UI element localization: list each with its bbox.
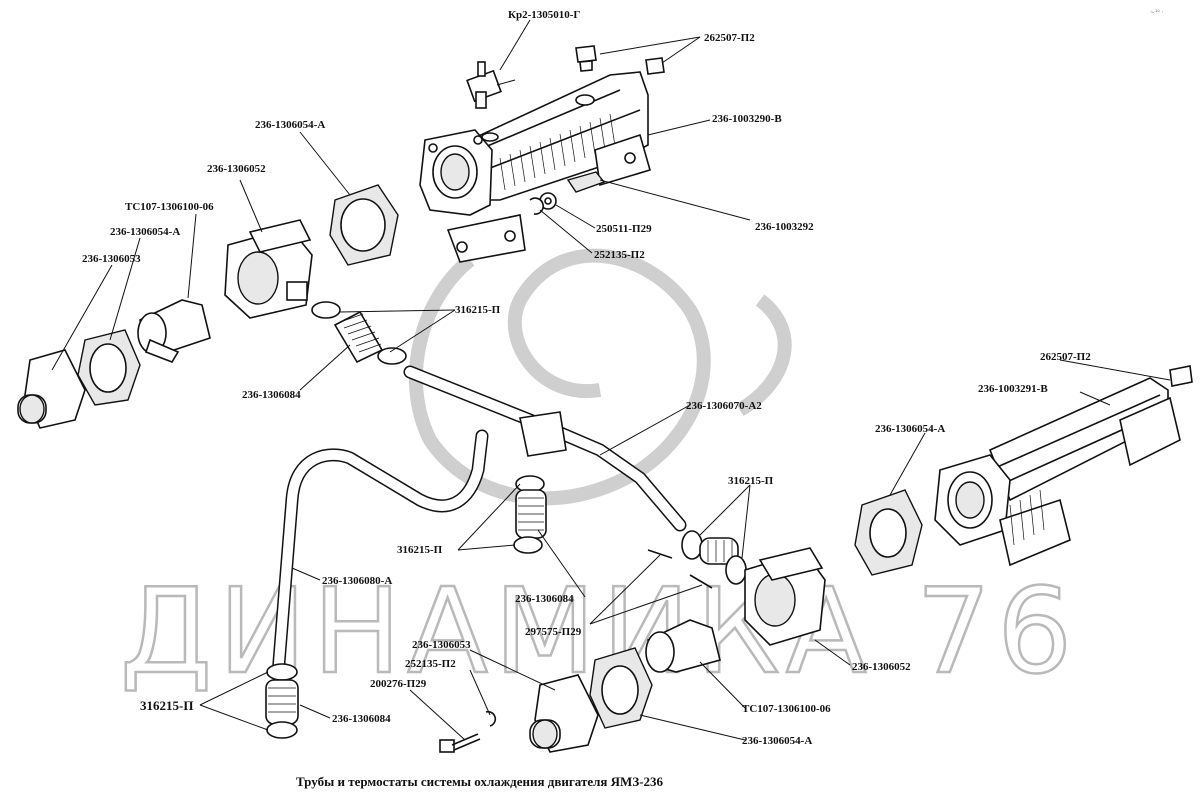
clamp-right-2 (725, 555, 747, 585)
label-manifold-right: 236-1003291-В (978, 383, 1048, 395)
housing-left (224, 219, 313, 319)
label-plug-top: 262507-П2 (704, 32, 755, 44)
bolt-200276 (439, 733, 481, 753)
label-tube-80: 236-1306080-А (322, 575, 392, 587)
leader-lines (51, 19, 1171, 741)
hose-bottom (265, 679, 299, 725)
label-clamps-top: 316215-П (455, 304, 501, 316)
label-gasket-1003292: 236-1003292 (755, 221, 814, 233)
label-washer-bottom: 252135-П2 (405, 658, 456, 670)
manifold-left (419, 71, 651, 263)
washer-250511 (539, 192, 557, 210)
clamp-bottom-1 (266, 663, 298, 681)
label-gasket-bottom: 236-1306054-А (742, 735, 812, 747)
thermostat-right (645, 619, 721, 673)
label-hose-top: 236-1306084 (242, 389, 301, 401)
label-gasket-right: 236-1306054-А (875, 423, 945, 435)
label-washer-250511: 250511-П29 (596, 223, 652, 235)
labels: Кр2-1305010-Г 262507-П2 236-1003290-В 23… (82, 9, 1091, 747)
clamp-right-1 (681, 530, 703, 560)
tube-80 (271, 429, 489, 682)
label-kr2: Кр2-1305010-Г (508, 9, 580, 21)
label-housing-right: 236-1306052 (852, 661, 911, 673)
clamp-top-2 (377, 347, 407, 365)
label-manifold-left: 236-1003290-В (712, 113, 782, 125)
label-housing-left: 236-1306052 (207, 163, 266, 175)
pin-297575-2 (689, 574, 713, 589)
gasket-bottom (589, 647, 653, 729)
manifold-right (934, 365, 1193, 567)
label-clamps-mid: 316215-П (397, 544, 443, 556)
label-gasket-top: 236-1306054-А (255, 119, 325, 131)
label-cover-bottom: 236-1306053 (412, 639, 471, 651)
label-gasket-left: 236-1306054-А (110, 226, 180, 238)
label-cover-left: 236-1306053 (82, 253, 141, 265)
label-bolt-200276: 200276-П29 (370, 678, 427, 690)
gasket-top (329, 184, 399, 266)
label-clamps-bottom: 316215-П (140, 698, 193, 713)
watermark: ДИНАМИКА 76 (119, 248, 1073, 701)
pin-297575-1 (647, 549, 673, 559)
gasket-1003292 (566, 171, 606, 193)
label-pins-297575: 297575-П29 (525, 626, 582, 638)
label-thermostat-left: ТС107-1306100-06 (125, 201, 214, 213)
label-plug-right: 262507-П2 (1040, 351, 1091, 363)
clamp-bottom-2 (266, 721, 298, 739)
clamp-top-1 (311, 301, 341, 319)
label-tube-70: 236-1306070-А2 (686, 400, 762, 412)
label-hose-bottom: 236-1306084 (332, 713, 391, 725)
tube-70 (403, 365, 687, 532)
gasket-left (77, 329, 141, 406)
cover-left (17, 349, 86, 429)
housing-right (744, 547, 826, 646)
label-washer-252135-top: 252135-П2 (594, 249, 645, 261)
label-clamps-right: 316215-П (728, 475, 774, 487)
label-thermostat-right: ТС107-1306100-06 (742, 703, 831, 715)
washer-252135-top (529, 197, 544, 215)
clamp-mid-2 (513, 536, 543, 554)
label-hose-mid: 236-1306084 (515, 593, 574, 605)
corner-mark: ~¹⁰ · (1150, 9, 1164, 16)
plug-top-1 (575, 45, 597, 72)
thermostat-left (137, 299, 211, 363)
gasket-right (854, 489, 923, 576)
cover-bottom (529, 674, 599, 753)
plug-top-2 (645, 57, 665, 75)
diagram-caption: Трубы и термостаты системы охлаждения дв… (296, 774, 664, 789)
drain-cock-kr2 (466, 61, 516, 109)
washer-bottom (485, 710, 497, 727)
hose-top (333, 310, 384, 364)
hose-mid (515, 489, 547, 539)
